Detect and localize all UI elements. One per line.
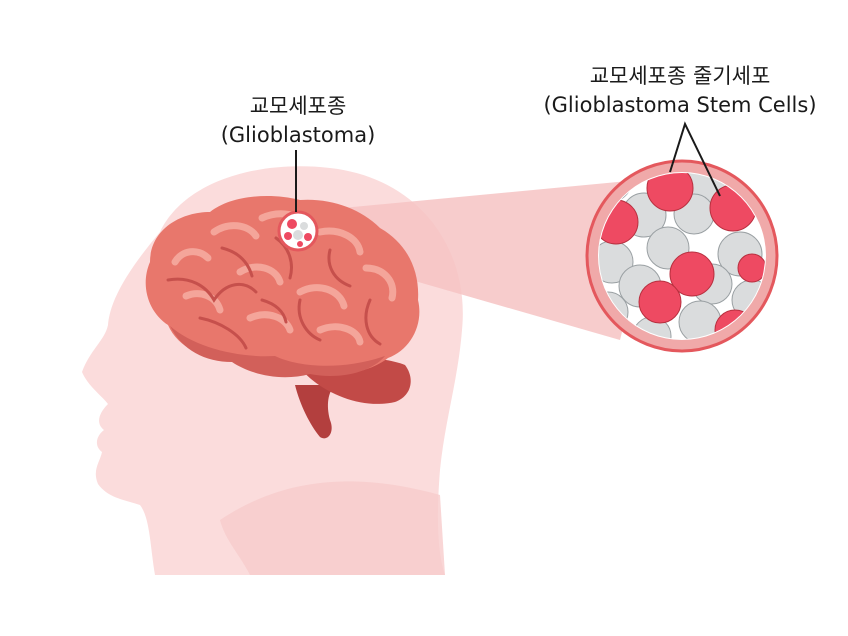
brain-underside [170, 326, 385, 378]
tumor-circle-small [277, 210, 319, 252]
stem-cell [669, 251, 715, 297]
tumor-label: 교모세포종 (Glioblastoma) [198, 92, 398, 150]
stem-cell [638, 280, 682, 324]
brainstem [295, 385, 335, 439]
stem-cell [737, 253, 765, 283]
tumor-label-english: (Glioblastoma) [220, 123, 376, 147]
stem-cell-pointer-lines [669, 121, 721, 197]
stem-cell-label-english: (Glioblastoma Stem Cells) [543, 93, 817, 117]
stem-cell-label-korean: 교모세포종 줄기세포 [589, 64, 771, 88]
magnified-cells-circle [585, 159, 779, 353]
stem-cell-label: 교모세포종 줄기세포 (Glioblastoma Stem Cells) [520, 62, 840, 120]
magnifier-beam [300, 178, 660, 340]
neck-shadow [220, 481, 445, 575]
stem-cell [646, 173, 694, 212]
tumor-label-korean: 교모세포종 [249, 94, 347, 118]
brain-sulci [166, 236, 382, 350]
